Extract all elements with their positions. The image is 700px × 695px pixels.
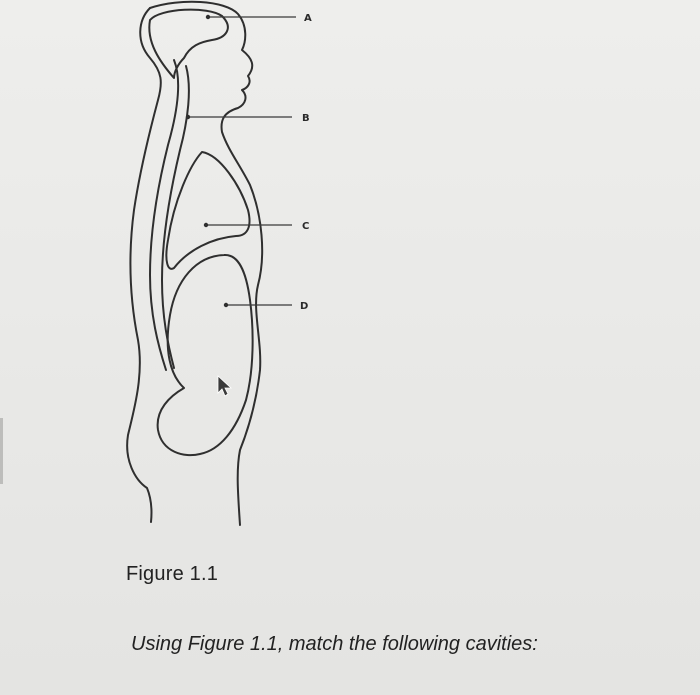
page-edge-shadow [0,418,3,484]
body-cavities-diagram: A B C D [126,0,312,526]
callout-dot-d [223,302,229,308]
callout-dot-c [203,222,209,228]
body-outline-back [126,7,162,523]
question-prompt: Using Figure 1.1, match the following ca… [131,633,538,655]
mouse-cursor-icon [217,375,233,397]
abdominopelvic-cavity [156,253,254,457]
vertebral-canal-inner [161,65,190,369]
callout-dot-a [205,14,211,20]
label-b: B [302,113,310,124]
label-c: C [302,221,309,232]
thoracic-cavity [165,151,251,270]
vertebral-canal-outer [149,59,180,371]
figure-caption: Figure 1.1 [126,563,219,585]
label-a: A [304,13,312,24]
cranial-cavity [148,8,229,79]
callout-dot-b [185,114,191,120]
body-outline-front [149,0,264,526]
label-d: D [300,301,308,312]
